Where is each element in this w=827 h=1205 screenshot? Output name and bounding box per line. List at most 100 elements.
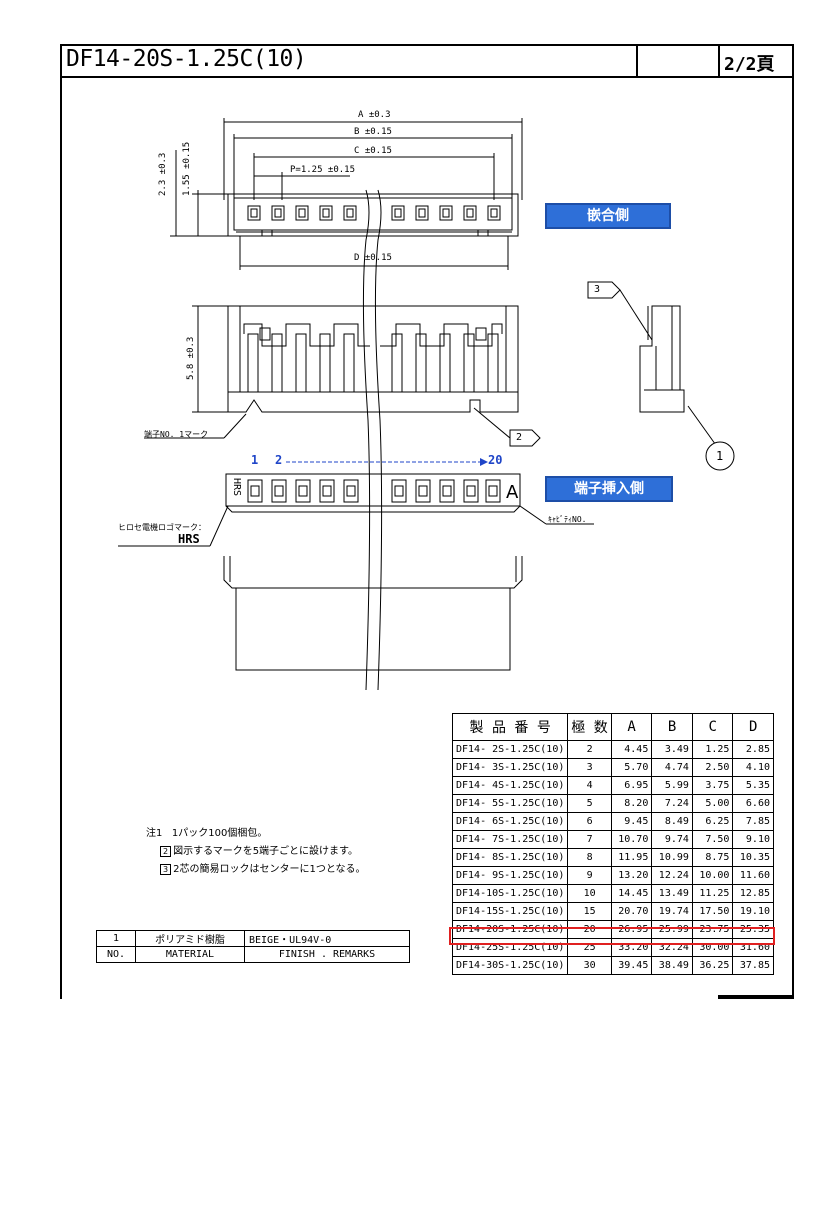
spec-dimension-value: 12.24: [651, 866, 693, 885]
material-name: ポリアミド樹脂: [135, 930, 245, 947]
dim-c-label: C ±0.15: [354, 146, 392, 156]
page-number: 2/2頁: [724, 54, 775, 75]
insertion-cavities: [247, 479, 501, 503]
spec-part-number: DF14- 5S-1.25C(10): [451, 794, 569, 813]
header-no: NO.: [96, 946, 136, 963]
mark3-label: 3: [594, 284, 601, 295]
spec-pole-count: 9: [567, 866, 612, 885]
note-1: 注1 1パック100個梱包。: [146, 824, 267, 839]
item1-label: 1: [716, 449, 724, 463]
spec-dimension-value: 11.60: [732, 866, 774, 885]
spec-dimension-value: 8.20: [610, 794, 653, 813]
note-2-text: 図示するマークを5端子ごとに設けます。: [173, 846, 359, 857]
spec-dimension-value: 10.00: [691, 866, 734, 885]
title-bar: [60, 44, 794, 78]
hirose-logo-mark: HRS: [178, 532, 200, 546]
spec-pole-count: 5: [567, 794, 612, 813]
spec-part-number: DF14- 7S-1.25C(10): [451, 830, 569, 849]
spec-dimension-value: 30.00: [691, 938, 734, 957]
right-side-view: [639, 305, 685, 413]
material-header-row: NO. MATERIAL FINISH . REMARKS: [96, 946, 410, 963]
note-prefix: 注1: [146, 828, 163, 839]
spec-dimension-value: 6.95: [610, 776, 653, 795]
spec-dimension-value: 9.10: [732, 830, 774, 849]
header-material: MATERIAL: [135, 946, 245, 963]
mating-face-outline: [227, 193, 519, 237]
dim-b-label: B ±0.15: [354, 127, 392, 137]
terminal-slots: [247, 333, 499, 393]
spec-dimension-value: 11.25: [691, 884, 734, 903]
spec-dimension-value: 10.99: [651, 848, 693, 867]
spec-dimension-value: 17.50: [691, 902, 734, 921]
spec-header-cell: 極 数: [567, 713, 612, 741]
spec-part-number: DF14- 8S-1.25C(10): [451, 848, 569, 867]
frame-corner-bar: [718, 995, 794, 999]
pos-2-label: 2: [275, 453, 283, 467]
spec-dimension-value: 37.85: [732, 956, 774, 975]
side-view-outline: [227, 305, 519, 413]
pos-1-label: 1: [251, 453, 259, 467]
spec-dimension-value: 8.49: [651, 812, 693, 831]
spec-part-number: DF14-10S-1.25C(10): [451, 884, 569, 903]
spec-dimension-value: 9.45: [610, 812, 653, 831]
dim-h3-label: 5.8 ±0.3: [186, 336, 196, 380]
spec-dimension-value: 13.20: [610, 866, 653, 885]
spec-dimension-value: 5.70: [610, 758, 653, 777]
spec-dimension-value: 25.99: [651, 920, 693, 939]
spec-header-cell: B: [651, 713, 693, 741]
spec-header-cell: A: [610, 713, 653, 741]
spec-pole-count: 10: [567, 884, 612, 903]
spec-dimension-value: 6.25: [691, 812, 734, 831]
spec-dimension-value: 14.45: [610, 884, 653, 903]
part-number-title: DF14-20S-1.25C(10): [66, 46, 307, 72]
spec-part-number: DF14-30S-1.25C(10): [451, 956, 569, 975]
spec-dimension-value: 25.35: [732, 920, 774, 939]
terminal-no1-mark-label: 端子NO. 1マーク: [144, 430, 209, 439]
spec-pole-count: 7: [567, 830, 612, 849]
spec-dimension-value: 5.00: [691, 794, 734, 813]
spec-pole-count: 15: [567, 902, 612, 921]
material-row: 1 ポリアミド樹脂 BEIGE・UL94V-0: [96, 930, 410, 947]
spec-dimension-value: 4.74: [651, 758, 693, 777]
spec-dimension-value: 4.10: [732, 758, 774, 777]
spec-pole-count: 20: [567, 920, 612, 939]
note-3-mark: 3: [160, 864, 172, 875]
spec-dimension-value: 26.95: [610, 920, 653, 939]
note-2-mark: 2: [160, 846, 172, 857]
note-3-text: 2芯の簡易ロックはセンターに1つとなる。: [173, 864, 366, 875]
material-finish: BEIGE・UL94V-0: [244, 930, 410, 947]
dim-a-label: A ±0.3: [358, 110, 391, 120]
spec-dimension-value: 23.75: [691, 920, 734, 939]
spec-dimension-value: 13.49: [651, 884, 693, 903]
spec-dimension-value: 5.99: [651, 776, 693, 795]
hirose-logo-label: ヒロセ電機ロゴマーク：: [118, 523, 206, 532]
cavity-no-label: ｷｬﾋﾞﾃｨNO.: [548, 515, 587, 524]
spec-pole-count: 6: [567, 812, 612, 831]
spec-part-number: DF14- 9S-1.25C(10): [451, 866, 569, 885]
mark2-box: [509, 429, 541, 447]
mark3-box: [587, 281, 621, 299]
spec-part-number: DF14-15S-1.25C(10): [451, 902, 569, 921]
mark2-label: 2: [516, 432, 523, 443]
dim-h2-label: 2.3 ±0.3: [158, 152, 168, 196]
note-1-text: 1パック100個梱包。: [171, 828, 268, 839]
spec-dimension-value: 20.70: [610, 902, 653, 921]
spec-dimension-value: 10.35: [732, 848, 774, 867]
spec-dimension-value: 38.49: [651, 956, 693, 975]
spec-pole-count: 8: [567, 848, 612, 867]
mating-cavities: [247, 205, 501, 221]
spec-dimension-value: 3.75: [691, 776, 734, 795]
spec-header-cell: C: [691, 713, 734, 741]
spec-dimension-value: 1.25: [691, 740, 734, 759]
pos-20-label: 20: [488, 453, 503, 467]
insertion-side-tag: 端子挿入側: [545, 476, 673, 502]
